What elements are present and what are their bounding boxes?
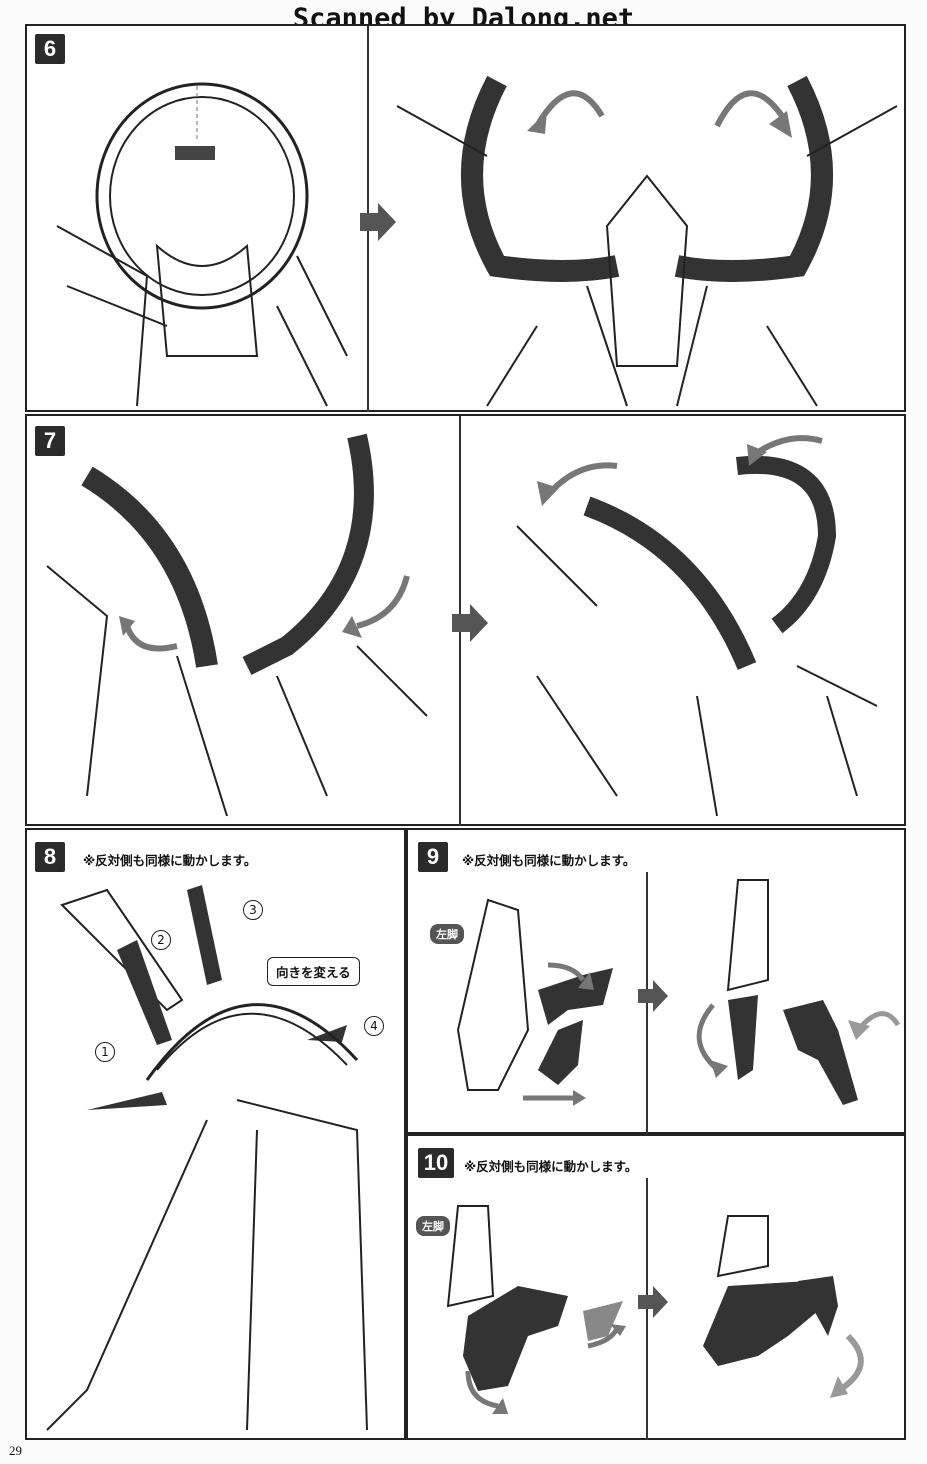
step-9-right-arrow-icon [638,980,668,1012]
step-7-arms-folded-illustration [516,435,878,817]
step-8-note: ※反対側も同様に動かします。 [83,853,257,868]
step-8-marker-3: 3 [243,900,263,920]
step-9-note: ※反対側も同様に動かします。 [462,853,636,868]
step-9-panel: 9 ※反対側も同様に動かします。 左脚 [406,828,906,1134]
step-9-leg-after-illustration [696,879,901,1105]
step-10-panel: 10 ※反対側も同様に動かします。 左脚 [406,1134,906,1440]
step-6-opened-arms-illustration [396,75,898,407]
step-8-marker-4: 4 [364,1016,384,1036]
step-10-leg-before-illustration [446,1205,626,1414]
step-9-leg-before-illustration [456,898,613,1106]
step-6-right-arrow-icon [360,203,396,241]
step-8-bubble: 向きを変える [267,957,360,986]
step-6-ring-illustration [56,82,348,407]
step-10-note: ※反対側も同様に動かします。 [464,1159,638,1174]
step-10-left-leg-label: 左脚 [416,1216,450,1236]
step-8-marker-1: 1 [95,1042,115,1062]
step-8-panel: 8 ※反対側も同様に動かします。 向きを変える 1 2 3 4 [25,828,406,1440]
step-7-right-arrow-icon [452,604,488,642]
step-10-right-arrow-icon [638,1286,668,1318]
page-number: 29 [9,1443,22,1458]
step-6-panel: 6 [25,24,906,412]
step-7-number: 7 [35,426,65,456]
step-10-number: 10 [418,1148,454,1178]
step-9-number: 9 [418,842,448,872]
step-9-left-leg-label: 左脚 [430,924,464,944]
step-8-marker-2: 2 [151,930,171,950]
step-8-markers-illustration [46,885,368,1431]
step-8-number: 8 [35,842,65,872]
step-10-leg-after-illustration [703,1215,864,1398]
step-7-arms-rotate-illustration [46,433,428,817]
step-7-panel: 7 [25,414,906,826]
step-6-number: 6 [35,34,65,64]
